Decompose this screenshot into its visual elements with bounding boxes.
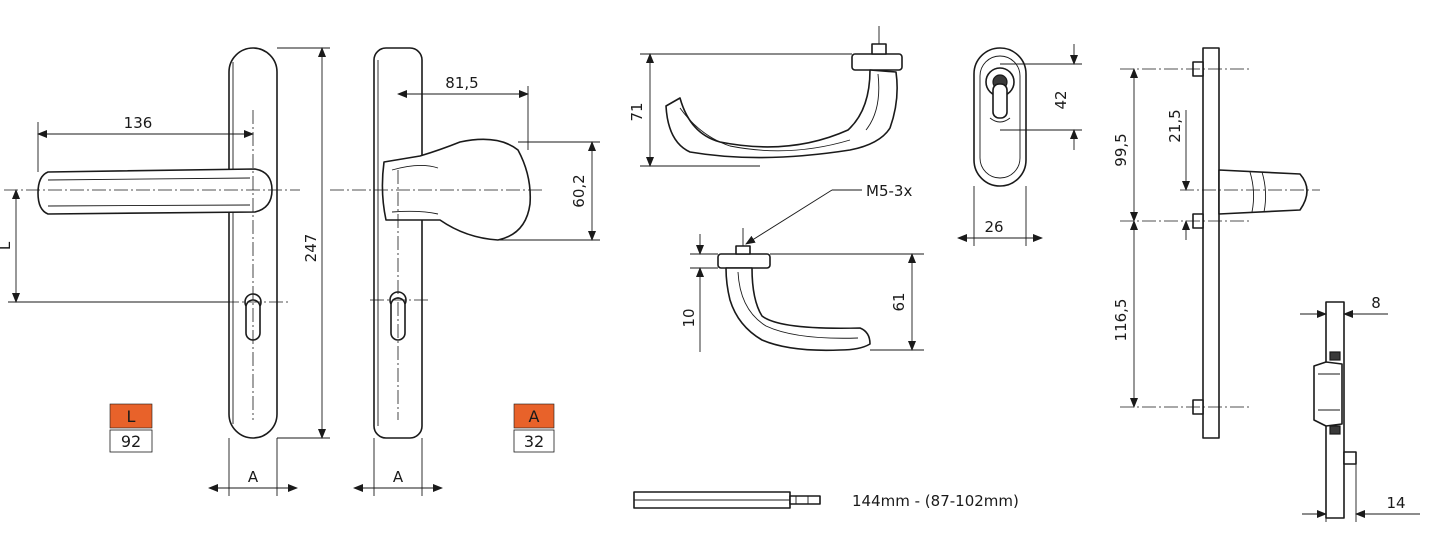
thread-label: M5-3x [866, 182, 912, 200]
side-knob [1218, 169, 1308, 215]
badge-L-value: 92 [121, 432, 141, 451]
badge-L-label: L [127, 407, 136, 426]
spindle: 144mm - (87-102mm) [633, 491, 1019, 510]
dim-60-2: 60,2 [570, 174, 588, 207]
dim-14: 14 [1386, 494, 1405, 512]
dim-L: L [0, 241, 14, 250]
dim-8: 8 [1371, 294, 1381, 312]
dim-61: 61 [890, 292, 908, 311]
plate-side-view: 99,5 21,5 116,5 [1112, 47, 1320, 439]
spindle-tip [789, 495, 821, 505]
dim-116-5: 116,5 [1112, 299, 1130, 342]
dim-26: 26 [984, 218, 1003, 236]
dim-21-5: 21,5 [1166, 109, 1184, 142]
dim-81-5: 81,5 [445, 74, 478, 92]
lever-curve-bottom [725, 267, 871, 352]
front-view-lever: 136 L 247 A [0, 47, 330, 496]
dim-10: 10 [680, 308, 698, 327]
dim-71: 71 [628, 102, 646, 121]
spindle-caption: 144mm - (87-102mm) [852, 492, 1019, 510]
badge-L: L 92 [109, 403, 153, 453]
dim-A-side: A [393, 468, 404, 486]
side-plate [1202, 47, 1220, 439]
knob-handle [381, 138, 532, 241]
rose-bottom-base [717, 253, 771, 269]
front-view-knob: 81,5 60,2 A [330, 47, 600, 496]
lever-curve-top [665, 69, 898, 159]
dim-247: 247 [302, 234, 320, 263]
rose-front-view: 42 26 [957, 44, 1082, 246]
dim-99-5: 99,5 [1112, 133, 1130, 166]
section-view: 8 14 [1300, 294, 1420, 522]
lever-handle [37, 168, 273, 215]
lever-side-view-top: 71 [628, 26, 903, 167]
badge-A-value: 32 [524, 432, 544, 451]
badge-A: A 32 [513, 403, 555, 453]
lever-side-view-bottom: M5-3x 10 61 [680, 182, 924, 352]
section-insert [1313, 361, 1343, 427]
dim-42: 42 [1052, 90, 1070, 109]
badge-A-label: A [529, 407, 540, 426]
dim-A-front: A [248, 468, 259, 486]
dim-136: 136 [124, 114, 153, 132]
rose-top-base [851, 53, 903, 71]
